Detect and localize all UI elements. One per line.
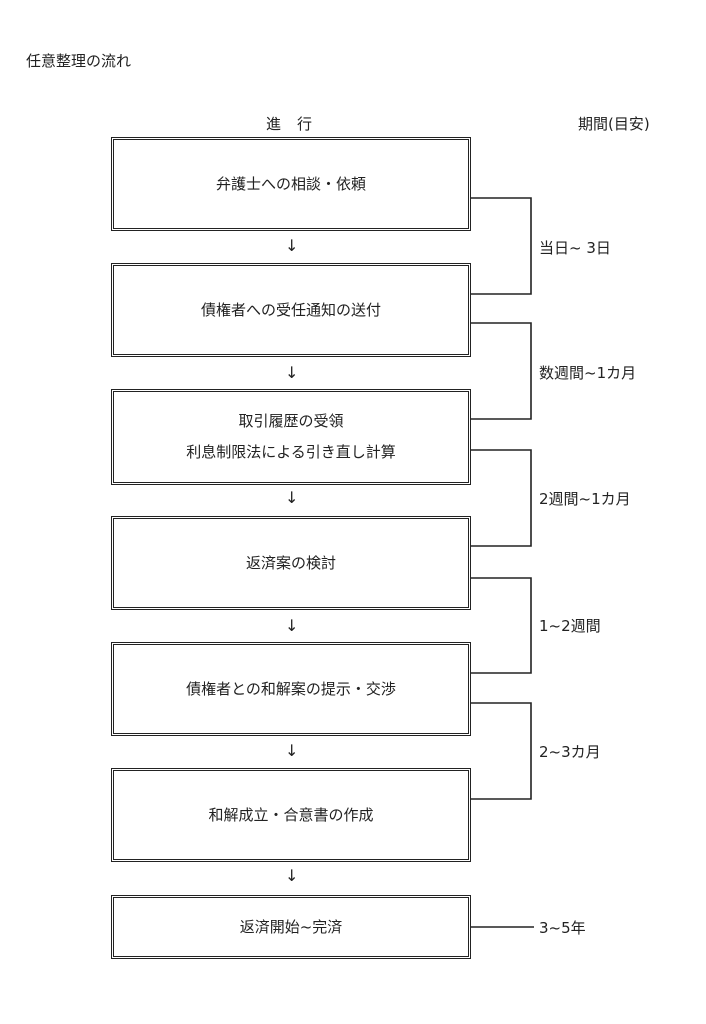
period-bracket-4 <box>471 577 532 674</box>
step-label: 取引履歴の受領 <box>238 412 344 430</box>
period-label-4: 1~2週間 <box>539 617 601 635</box>
period-label-6: 3~5年 <box>539 919 586 937</box>
step-label: 債権者との和解案の提示・交渉 <box>186 679 396 698</box>
step-consultation: 弁護士への相談・依頼 <box>111 137 471 231</box>
down-arrow-icon: ↓ <box>285 236 299 255</box>
period-label-1: 当日~ 3日 <box>539 239 611 257</box>
period-label-5: 2~3カ月 <box>539 743 601 761</box>
step-label: 利息制限法による引き直し計算 <box>186 443 396 461</box>
step-settlement-agreement: 和解成立・合意書の作成 <box>111 768 471 862</box>
period-label-2: 数週間~1カ月 <box>539 364 637 382</box>
down-arrow-icon: ↓ <box>285 363 299 382</box>
period-bracket-3 <box>471 449 532 547</box>
down-arrow-icon: ↓ <box>285 741 299 760</box>
step-transaction-history: 取引履歴の受領 利息制限法による引き直し計算 <box>111 389 471 485</box>
period-bracket-1 <box>471 197 532 295</box>
down-arrow-icon: ↓ <box>285 616 299 635</box>
step-settlement-negotiation: 債権者との和解案の提示・交渉 <box>111 642 471 736</box>
step-label: 弁護士への相談・依頼 <box>215 174 366 193</box>
down-arrow-icon: ↓ <box>285 866 299 885</box>
period-bracket-5 <box>471 702 532 800</box>
down-arrow-icon: ↓ <box>285 488 299 507</box>
period-column-header: 期間(目安) <box>578 115 650 133</box>
step-label: 返済開始~完済 <box>239 917 343 936</box>
step-repayment-plan: 返済案の検討 <box>111 516 471 610</box>
step-label: 債権者への受任通知の送付 <box>200 300 381 319</box>
period-label-3: 2週間~1カ月 <box>539 490 631 508</box>
step-repayment-start: 返済開始~完済 <box>111 895 471 959</box>
step-label: 返済案の検討 <box>245 553 336 572</box>
step-label: 和解成立・合意書の作成 <box>208 805 374 824</box>
progress-column-header: 進行 <box>266 115 329 133</box>
page-title: 任意整理の流れ <box>26 52 132 70</box>
period-bracket-2 <box>471 322 532 420</box>
step-notice-of-appointment: 債権者への受任通知の送付 <box>111 263 471 357</box>
